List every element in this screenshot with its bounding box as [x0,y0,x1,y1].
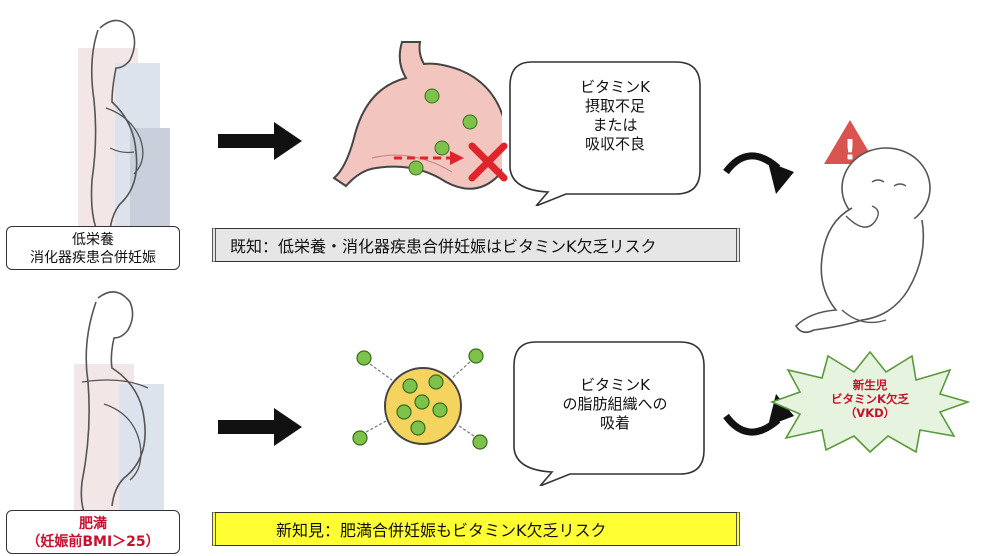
woman-label-bottom-line1: 肥満 [79,516,107,532]
stomach-icon [332,41,502,190]
curved-arrow-down-icon [723,152,794,194]
woman-label-bottom-line2: （妊娠前BMI＞25） [26,534,160,550]
x-mark-icon [468,142,508,182]
newborn-baby-icon [794,147,931,334]
bubble-top-line1: ビタミンK [580,78,650,96]
pregnant-woman-figure-top [78,19,170,230]
vkd-burst-text: 新生児 ビタミンK欠乏 （VKD） [800,378,940,420]
speech-bubble-bottom [513,341,705,486]
banner-known: 既知：低栄養・消化器疾患合併妊娠はビタミンK欠乏リスク [212,228,740,262]
bubble-top-line4: 吸収不良 [584,135,645,153]
bubble-text-bottom: ビタミンK の脂肪組織への 吸着 [530,376,700,433]
woman-label-top-line1: 低栄養 [72,232,114,248]
vkd-burst-shape [770,350,970,454]
vkd-line2: ビタミンK欠乏 [831,392,909,406]
pregnant-woman-figure-bottom [74,291,164,514]
vkd-line1: 新生児 [852,378,888,392]
right-arrow-icon-bottom [218,408,302,446]
woman-label-top-line2: 消化器疾患合併妊娠 [30,250,156,266]
banner-new-finding: 新知見：肥満合併妊娠もビタミンK欠乏リスク [212,512,740,546]
woman-label-bottom: 肥満 （妊娠前BMI＞25） [6,510,180,554]
fat-cell-icon [352,348,488,450]
bubble-text-top: ビタミンK 摂取不足 または 吸収不良 [530,78,700,154]
vitamin-k-icon [408,88,478,176]
woman-label-top: 低栄養 消化器疾患合併妊娠 [6,226,180,270]
bubble-top-line2: 摂取不足 [584,97,645,115]
banner-known-text: 既知：低栄養・消化器疾患合併妊娠はビタミンK欠乏リスク [230,237,657,256]
bubble-bottom-line1: ビタミンK [580,376,650,394]
bubble-bottom-line3: 吸着 [599,414,630,432]
bubble-top-line3: または [592,116,638,134]
banner-new-finding-text: 新知見：肥満合併妊娠もビタミンK欠乏リスク [276,521,607,540]
vkd-line3: （VKD） [844,406,896,420]
speech-bubble-top [509,61,701,206]
warning-symbol: ! [844,133,857,166]
bubble-bottom-line2: の脂肪組織への [562,395,668,413]
right-arrow-icon [218,122,302,160]
